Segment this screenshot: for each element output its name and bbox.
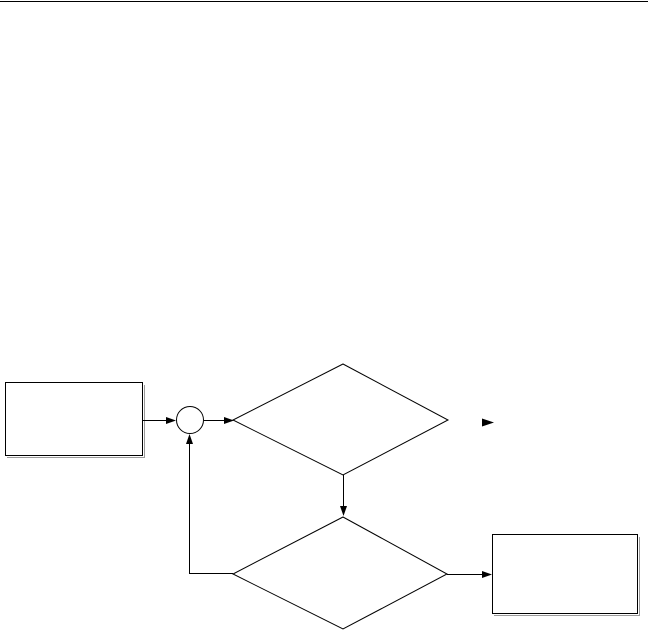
feedback-loop-arrow [186,434,233,574]
arrow-decision-down [340,475,347,516]
decision-diamond-top [231,363,450,476]
arrow-decision-to-end [447,571,492,578]
arrow-box-to-junction [143,417,176,424]
junction-circle [176,406,204,434]
end-box [492,534,640,616]
exit-arrowhead-right [482,418,494,427]
decision-diamond-bottom [231,516,449,630]
arrow-junction-to-decision [204,417,234,424]
start-box [5,382,145,458]
